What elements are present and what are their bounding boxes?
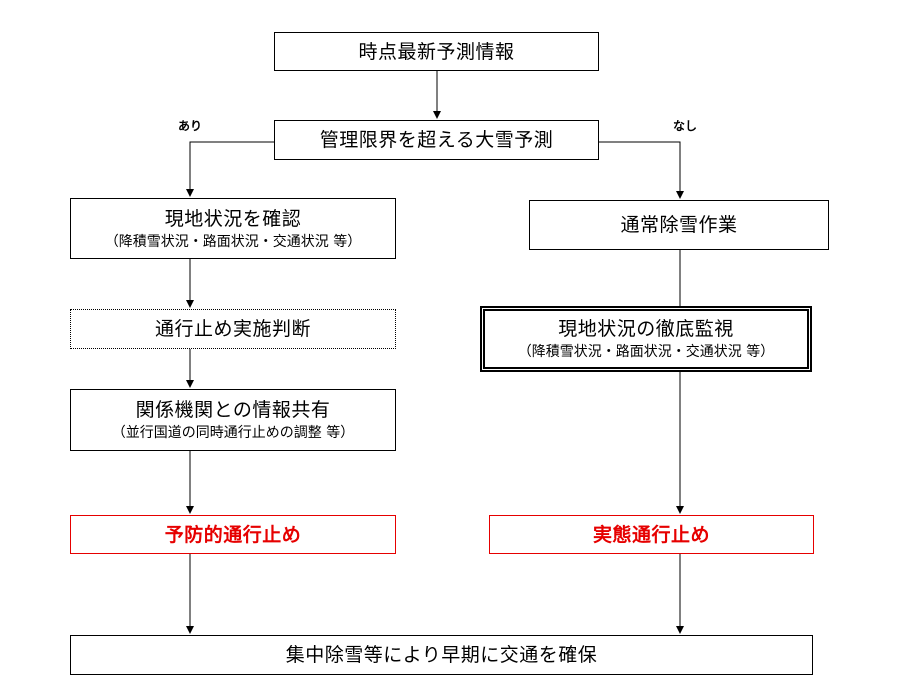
- node-normal-removal-label: 通常除雪作業: [620, 214, 738, 236]
- node-check-site: 現地状況を確認 （降積雪状況・路面状況・交通状況 等）: [70, 198, 396, 259]
- node-preventive-closure: 予防的通行止め: [70, 515, 396, 554]
- node-normal-removal: 通常除雪作業: [529, 200, 829, 250]
- edge-label-yes: あり: [178, 119, 203, 133]
- arrow-no-to-normal-removal: [598, 141, 684, 199]
- node-share-info-label: 関係機関との情報共有: [135, 399, 331, 421]
- node-heavy-snow-forecast-label: 管理限界を超える大雪予測: [319, 129, 554, 151]
- node-thorough-monitoring-sub: （降積雪状況・路面状況・交通状況 等）: [517, 344, 775, 360]
- node-forecast-info: 時点最新予測情報: [274, 32, 599, 71]
- node-actual-closure-label: 実態通行止め: [592, 523, 710, 546]
- node-share-info: 関係機関との情報共有 （並行国道の同時通行止めの調整 等）: [70, 389, 396, 451]
- node-concentrated-removal: 集中除雪等により早期に交通を確保: [70, 635, 813, 675]
- arrow-yes-to-check-site: [186, 141, 274, 197]
- edge-label-no: なし: [673, 119, 698, 133]
- node-thorough-monitoring: 現地状況の徹底監視 （降積雪状況・路面状況・交通状況 等）: [480, 306, 812, 372]
- node-actual-closure: 実態通行止め: [489, 515, 814, 554]
- node-heavy-snow-forecast: 管理限界を超える大雪予測: [274, 120, 599, 160]
- node-check-site-sub: （降積雪状況・路面状況・交通状況 等）: [104, 233, 362, 250]
- node-thorough-monitoring-label: 現地状況の徹底監視: [558, 318, 734, 340]
- node-closure-decision: 通行止め実施判断: [70, 309, 396, 349]
- node-closure-decision-label: 通行止め実施判断: [154, 318, 311, 340]
- node-forecast-info-label: 時点最新予測情報: [358, 40, 515, 63]
- node-concentrated-removal-label: 集中除雪等により早期に交通を確保: [285, 644, 598, 666]
- node-check-site-label: 現地状況を確認: [164, 207, 302, 230]
- node-share-info-sub: （並行国道の同時通行止めの調整 等）: [111, 425, 355, 441]
- node-preventive-closure-label: 予防的通行止め: [164, 523, 302, 546]
